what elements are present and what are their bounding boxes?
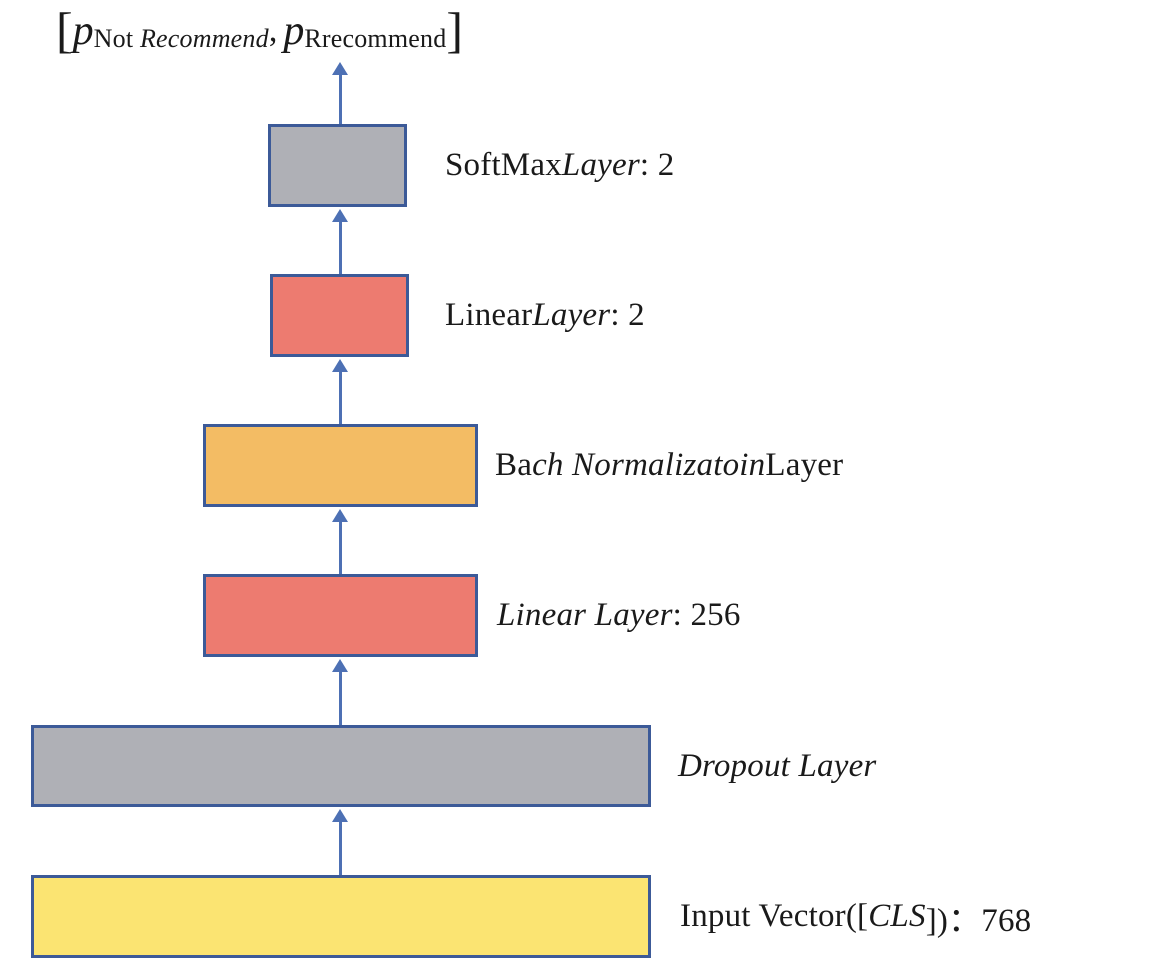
p-recommend: p	[283, 8, 305, 54]
arrow-up-icon	[332, 509, 348, 522]
bracket-right: ]	[446, 2, 464, 58]
layer-box-input	[31, 875, 651, 958]
arrow-up-icon	[332, 62, 348, 75]
arrow-up-icon	[332, 359, 348, 372]
arrow-up-icon	[332, 809, 348, 822]
flow-arrow-input-dropout	[331, 809, 349, 875]
flow-arrow-linear2-softmax	[331, 209, 349, 274]
layer-box-dropout	[31, 725, 651, 807]
arrow-up-icon	[332, 659, 348, 672]
flow-arrow-batchnorm-linear2	[331, 359, 349, 424]
p-not-recommend: p	[72, 8, 94, 54]
label-input-vector: Input Vector([CLS])：768	[680, 898, 1032, 939]
subscript-not-recommend: Not Recommend	[93, 24, 269, 53]
arrow-up-icon	[332, 209, 348, 222]
layer-box-linear-256	[203, 574, 478, 657]
layer-box-linear-2	[270, 274, 409, 357]
label-linear-layer-2: Linear Layer: 2	[445, 297, 645, 333]
label-linear-layer-256: Linear Layer: 256	[497, 597, 741, 633]
label-softmax-layer: SoftMax Layer: 2	[445, 147, 675, 183]
comma: ,	[268, 12, 278, 49]
bracket-left: [	[56, 2, 73, 58]
flow-arrow-dropout-linear256	[331, 659, 349, 725]
flow-arrow-output	[331, 62, 349, 124]
flow-arrow-linear256-batchnorm	[331, 509, 349, 574]
subscript-recommend: Rrecommend	[304, 24, 447, 53]
layer-box-batch-norm	[203, 424, 478, 507]
label-dropout-layer: Dropout Layer	[678, 747, 877, 784]
layer-box-softmax	[268, 124, 407, 207]
